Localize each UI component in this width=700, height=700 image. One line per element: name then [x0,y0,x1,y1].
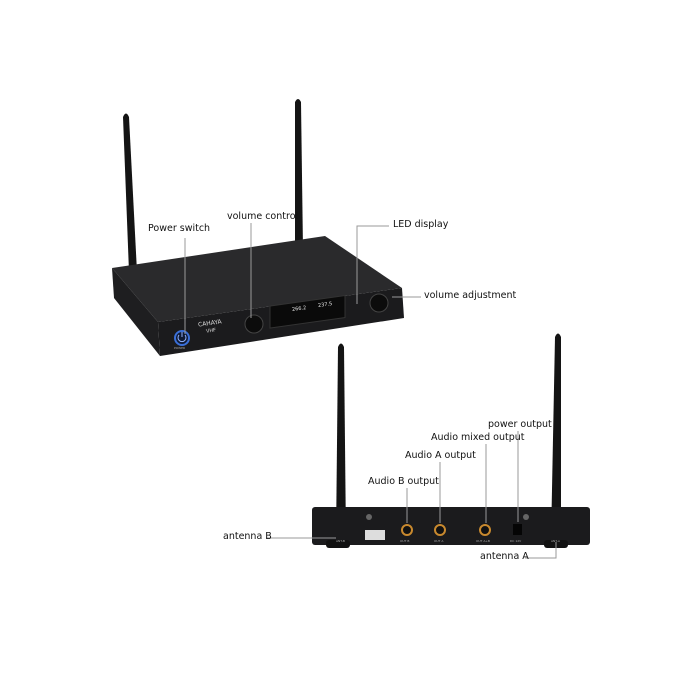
spec-sticker [365,530,385,540]
port-out-ab: OUT A+B [476,539,490,543]
port-out-a: OUT A [434,539,444,543]
label-volume-adjustment: volume adjustment [424,290,517,301]
led-display [269,294,346,329]
jack-out-a [434,524,446,536]
label-audio-mixed-output: Audio mixed output [431,432,525,443]
ant-b-print: ANT-B [336,539,345,543]
label-audio-b-output: Audio B output [368,476,439,487]
power-button [174,330,190,346]
label-power-switch: Power switch [148,223,211,234]
label-power-output: power output [488,419,552,430]
receiver-front-view [112,236,404,356]
jack-out-ab [479,524,491,536]
ant-a-print: ANT-A [551,539,560,543]
label-antenna-a: antenna A [480,551,529,562]
port-out-b: OUT B [400,539,410,543]
receiver-rear-view [312,507,590,548]
label-volume-control: volume control [227,211,299,222]
dc-jack [513,524,522,535]
volume-knob-a [244,314,264,334]
label-led-display: LED display [393,219,449,230]
volume-knob-b [369,293,389,313]
leader-lines-bottom [266,431,557,559]
power-icon [177,332,187,343]
label-antenna-b: antenna B [223,531,272,542]
front-antenna-right [295,99,303,250]
front-antenna-left [123,113,137,272]
antenna-a [551,333,561,540]
antenna-b [336,343,346,540]
jack-out-b [401,524,413,536]
power-caption: POWER [174,346,186,350]
label-audio-a-output: Audio A output [405,450,476,461]
port-dc: DC 12V [510,539,522,543]
leader-lines-top [184,223,421,334]
